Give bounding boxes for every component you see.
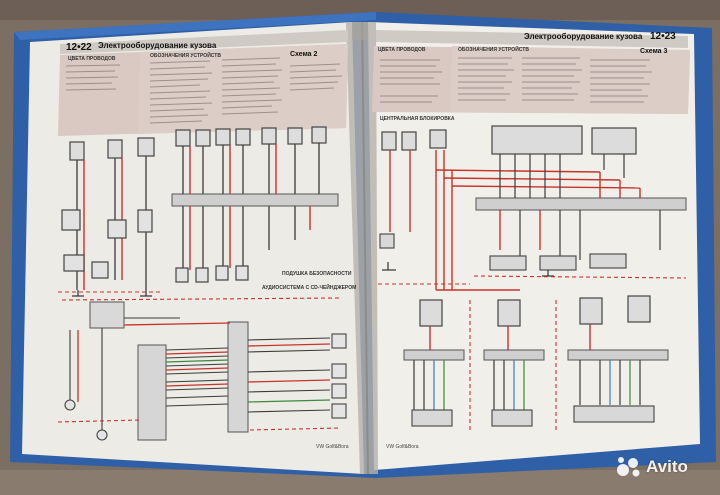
left-page-number: 12•22 — [66, 42, 92, 53]
right-section-title: Электрооборудование кузова — [524, 32, 643, 41]
right-diagram-label: ЦЕНТРАЛЬНАЯ БЛОКИРОВКА — [380, 116, 455, 122]
left-header-bar — [60, 30, 348, 54]
spine-shadow — [346, 22, 378, 474]
right-table-text — [380, 57, 652, 103]
left-footer-label: VW Golf&Bora — [316, 444, 349, 450]
left-table-text — [65, 57, 343, 124]
left-section-title: Электрооборудование кузова — [98, 41, 217, 50]
left-diagram-label: АУДИОСИСТЕМА С CD-ЧЕЙНДЖЕРОМ — [262, 285, 357, 291]
left-wiring-diagram — [57, 126, 347, 441]
right-page-number: 12•23 — [650, 31, 676, 42]
right-devices-table — [450, 46, 690, 114]
left-scheme-label: Схема 2 — [290, 51, 318, 58]
left-page — [22, 22, 364, 474]
left-legend-title: ЦВЕТА ПРОВОДОВ — [68, 56, 116, 62]
watermark-text: Avito — [646, 457, 688, 476]
right-wiring-diagram — [378, 125, 687, 430]
right-scheme-label: Схема 3 — [640, 48, 668, 55]
right-footer-label: VW Golf&Bora — [386, 444, 419, 450]
left-devices-title: ОБОЗНАЧЕНИЯ УСТРОЙСТВ — [150, 53, 221, 59]
left-diagram-label: ПОДУШКА БЕЗОПАСНОСТИ — [282, 271, 352, 277]
right-legend-title: ЦВЕТА ПРОВОДОВ — [378, 47, 426, 53]
avito-logo-icon — [616, 456, 642, 478]
right-devices-title: ОБОЗНАЧЕНИЯ УСТРОЙСТВ — [458, 47, 529, 53]
right-header-bar — [376, 30, 688, 48]
